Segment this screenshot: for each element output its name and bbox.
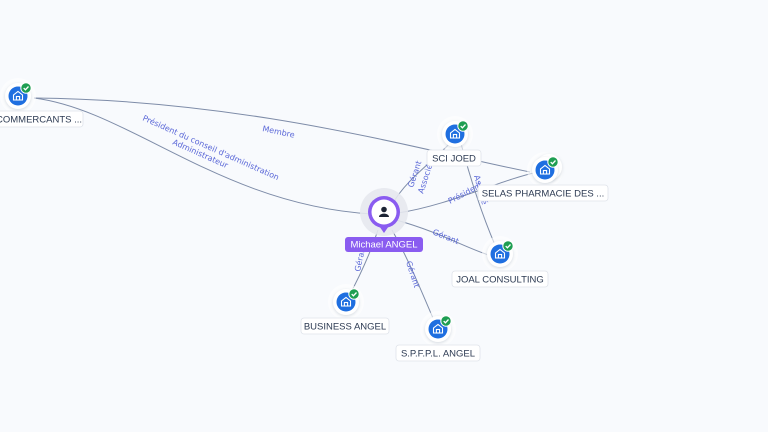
- person-icon: [379, 206, 389, 217]
- verified-check-icon: [457, 120, 469, 132]
- label-selas: SELAS PHARMACIE DES ...: [477, 184, 609, 202]
- edge-label-gerant-joal: Gérant: [431, 227, 460, 247]
- svg-text:SCI JOED: SCI JOED: [432, 154, 476, 165]
- company-node-commercants[interactable]: [0, 78, 36, 114]
- verified-check-icon: [20, 82, 32, 94]
- company-node-sci-joed[interactable]: [437, 116, 473, 152]
- svg-text:SELAS PHARMACIE DES ...: SELAS PHARMACIE DES ...: [482, 189, 604, 200]
- company-node-spfpl-angel[interactable]: [420, 311, 456, 347]
- verified-check-icon: [502, 240, 514, 252]
- verified-check-icon: [547, 156, 559, 168]
- verified-check-icon: [440, 315, 452, 327]
- edge-labels: Président du conseil d'administration Ad…: [141, 113, 490, 289]
- label-joal: JOAL CONSULTING: [451, 270, 549, 288]
- svg-text:Michael ANGEL: Michael ANGEL: [350, 240, 417, 251]
- company-building-icon: [494, 248, 506, 259]
- company-building-icon: [12, 90, 24, 101]
- svg-text:S.P.F.P.L. ANGEL: S.P.F.P.L. ANGEL: [401, 349, 475, 360]
- company-node-selas[interactable]: [527, 152, 563, 188]
- label-commercants: COMMERCANTS ...: [0, 110, 84, 128]
- company-building-icon: [449, 128, 461, 139]
- verified-check-icon: [348, 288, 360, 300]
- edge-label-membre: Membre: [262, 124, 296, 140]
- edge-commercants-person: [33, 97, 373, 215]
- edge-label-gerant-spfpl: Gérant: [404, 260, 422, 289]
- node-labels: COMMERCANTS ... SCI JOED SELAS PHARMACIE…: [0, 110, 609, 362]
- company-building-icon: [432, 323, 444, 334]
- person-node-michael-angel[interactable]: [360, 188, 408, 236]
- label-sci-joed: SCI JOED: [426, 149, 482, 167]
- label-michael-angel: Michael ANGEL: [345, 237, 423, 252]
- company-building-icon: [539, 164, 551, 175]
- company-node-joal[interactable]: [482, 236, 518, 272]
- company-node-business-angel[interactable]: [328, 284, 364, 320]
- label-spfpl-angel: S.P.F.P.L. ANGEL: [395, 344, 481, 362]
- svg-text:JOAL CONSULTING: JOAL CONSULTING: [456, 275, 544, 286]
- svg-text:BUSINESS ANGEL: BUSINESS ANGEL: [304, 322, 386, 333]
- edge-person-selas: [397, 171, 539, 214]
- label-business-angel: BUSINESS ANGEL: [300, 317, 390, 335]
- company-building-icon: [340, 296, 352, 307]
- svg-text:COMMERCANTS ...: COMMERCANTS ...: [0, 115, 82, 126]
